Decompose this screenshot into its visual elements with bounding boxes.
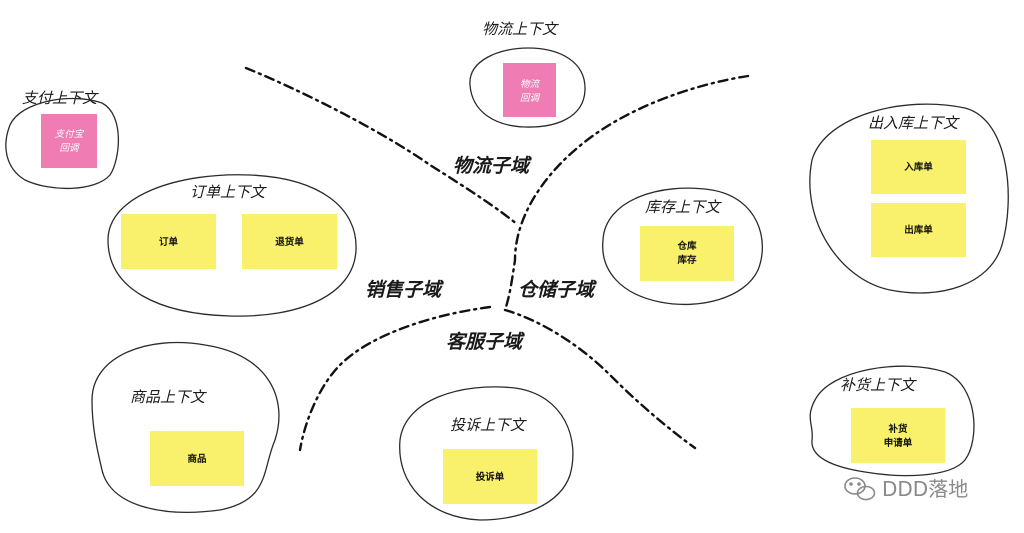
context-title: 出入库上下文 <box>868 114 960 132</box>
context-inventory: 库存上下文 仓库 库存 <box>602 187 763 306</box>
sticky-note-text: 投诉单 <box>476 471 505 483</box>
subdomain-dividers <box>244 66 750 452</box>
context-complaint: 投诉上下文 投诉单 <box>399 386 574 521</box>
watermark: DDD落地 <box>844 477 968 501</box>
context-title: 订单上下文 <box>190 183 267 201</box>
divider-logistics-sales <box>244 66 520 227</box>
divider-warehouse-service <box>503 308 697 450</box>
context-boundary <box>602 187 763 306</box>
context-order: 订单上下文 订单 退货单 <box>107 174 357 317</box>
context-title: 商品上下文 <box>130 388 207 406</box>
sticky-note-text: 订单 <box>159 236 179 248</box>
sticky-note-text: 补货 <box>887 423 908 435</box>
context-replenishment: 补货上下文 补货 申请单 <box>809 365 975 477</box>
sticky-note-text: 物流 <box>520 79 541 90</box>
context-inbound-outbound: 出入库上下文 入库单 出库单 <box>809 103 1009 294</box>
sticky-note-text: 回调 <box>520 93 541 104</box>
sticky-note-text: 退货单 <box>275 236 304 248</box>
context-boundary <box>399 386 574 521</box>
sticky-note-text: 仓库 <box>676 240 697 252</box>
sticky-note-text: 回调 <box>59 143 80 154</box>
sticky-note <box>640 226 734 281</box>
sticky-note-text: 支付宝 <box>55 128 85 140</box>
context-boundary <box>469 47 586 128</box>
sticky-note <box>851 408 945 463</box>
sticky-note-text: 入库单 <box>903 161 933 173</box>
sticky-note-text: 库存 <box>676 254 697 266</box>
watermark-text: DDD落地 <box>882 477 968 501</box>
wechat-icon <box>844 477 876 501</box>
context-title: 补货上下文 <box>840 376 917 394</box>
sticky-note-text: 商品 <box>187 453 206 465</box>
sticky-note <box>150 431 244 486</box>
divider-logistics-warehouse <box>503 74 750 312</box>
domain-warehouse: 仓储子域 <box>518 279 597 301</box>
sticky-note-text: 申请单 <box>884 437 913 449</box>
sticky-note <box>41 114 97 168</box>
context-payment: 支付上下文 支付宝 回调 <box>5 89 120 190</box>
context-title: 库存上下文 <box>645 198 722 216</box>
divider-sales-service <box>298 305 492 452</box>
context-boundary <box>107 174 357 317</box>
context-logistics: 物流上下文 物流 回调 <box>469 20 586 128</box>
context-boundary <box>809 365 975 477</box>
sticky-note <box>871 140 966 194</box>
context-title: 物流上下文 <box>482 20 559 38</box>
context-title: 支付上下文 <box>22 89 99 107</box>
sticky-note <box>443 449 537 504</box>
context-boundary <box>91 341 280 513</box>
context-boundary <box>5 97 120 190</box>
context-product: 商品上下文 商品 <box>91 341 280 513</box>
sticky-note <box>121 214 216 269</box>
context-title: 投诉上下文 <box>450 416 527 434</box>
sticky-note <box>242 214 337 269</box>
sticky-note <box>503 63 556 117</box>
sticky-note <box>871 203 966 257</box>
domain-customer-service: 客服子域 <box>446 331 525 353</box>
context-boundary <box>809 103 1009 294</box>
domain-logistics: 物流子域 <box>453 155 532 177</box>
sticky-note-text: 出库单 <box>904 224 933 236</box>
domain-sales: 销售子域 <box>365 279 444 301</box>
